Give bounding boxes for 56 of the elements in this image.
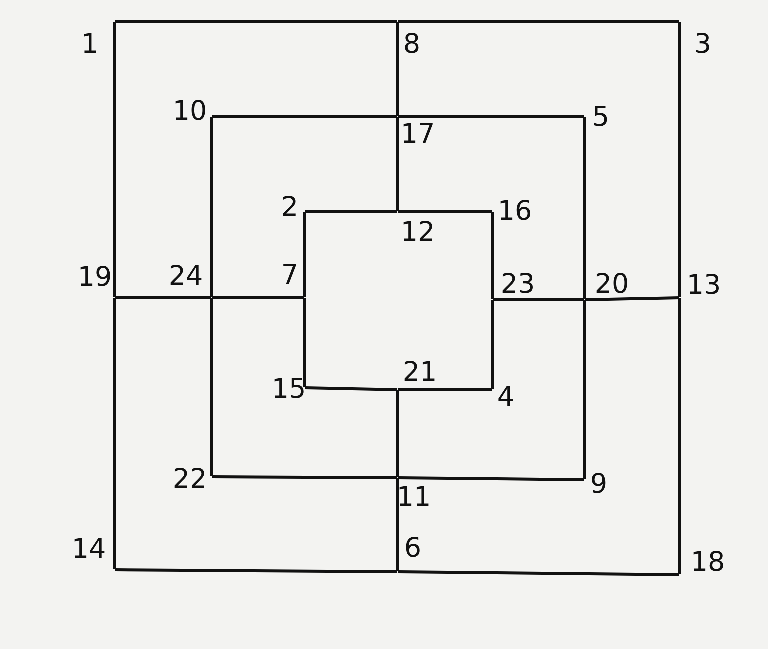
vertex-label: 23 [500, 270, 536, 300]
vertex-label: 9 [590, 470, 608, 500]
edge-line [494, 298, 584, 302]
edge-line [584, 118, 586, 300]
vertex-label: 8 [403, 30, 421, 60]
edge-line [212, 476, 398, 480]
edge-line [396, 390, 400, 478]
vertex-label: 7 [281, 261, 299, 291]
edge-line [492, 300, 494, 390]
vertex-label: 1 [81, 30, 99, 60]
edge-line [306, 386, 398, 392]
edge-line [212, 116, 398, 118]
vertex-label: 13 [686, 271, 722, 301]
vertex-label: 15 [272, 375, 306, 405]
edge-line [398, 210, 492, 214]
vertex-label: 18 [690, 548, 726, 578]
vertex-label: 22 [172, 465, 208, 495]
edge-line [306, 210, 398, 214]
edge-line [116, 568, 398, 574]
edge-line [304, 298, 306, 388]
edge-line [210, 118, 214, 298]
vertex-label: 19 [78, 263, 112, 293]
edge-line [398, 476, 584, 482]
vertex-label: 21 [402, 358, 438, 388]
vertex-label: 5 [592, 103, 610, 133]
vertex-label: 2 [281, 193, 299, 223]
edge-line [116, 20, 398, 24]
edge-line [304, 212, 306, 298]
vertex-label: 24 [168, 262, 204, 292]
edge-line [586, 296, 680, 302]
edge-line [212, 296, 304, 300]
vertex-label: 12 [400, 218, 436, 248]
edge-line [398, 570, 680, 576]
edge-line [492, 212, 494, 300]
edge-line [210, 298, 214, 476]
vertex-label: 3 [694, 30, 712, 60]
vertex-label: 20 [594, 270, 630, 300]
edge-line [114, 22, 116, 298]
edge-line [116, 296, 212, 300]
vertex-label: 16 [498, 197, 532, 227]
edge-line [398, 388, 492, 392]
edge-line [678, 22, 682, 298]
vertex-label: 17 [400, 120, 436, 150]
vertex-label: 10 [172, 97, 208, 127]
edge-line [398, 20, 680, 24]
vertex-label: 11 [396, 483, 432, 513]
edge-line [114, 298, 116, 570]
vertex-label: 4 [497, 383, 515, 413]
edge-line [584, 300, 586, 480]
edge-line [396, 22, 400, 116]
edge-line [398, 116, 584, 118]
vertex-label: 6 [404, 534, 422, 564]
edge-line [396, 118, 400, 212]
edge-line [396, 478, 400, 572]
vertex-label: 14 [72, 535, 106, 565]
edge-line [678, 298, 682, 574]
